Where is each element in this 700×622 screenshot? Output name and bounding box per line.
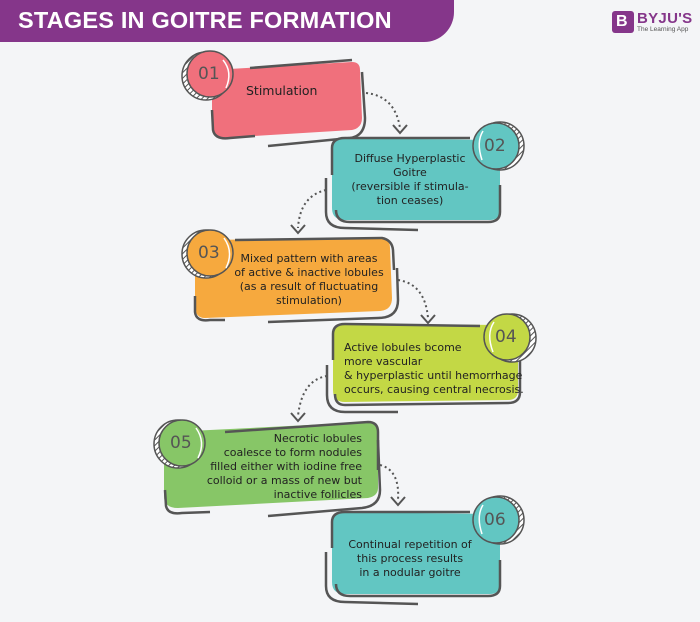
stage-03-text: Mixed pattern with areas of active & ina… bbox=[234, 252, 384, 307]
logo-tagline: The Learning App bbox=[637, 26, 689, 33]
stage-04-shape bbox=[325, 313, 537, 414]
page-title: STAGES IN GOITRE FORMATION bbox=[18, 7, 392, 33]
stage-06-number: 06 bbox=[484, 510, 506, 530]
stage-03-number: 03 bbox=[198, 243, 220, 263]
title-banner: STAGES IN GOITRE FORMATION bbox=[0, 0, 454, 42]
stage-03-shape bbox=[181, 229, 400, 324]
stage-01-number: 01 bbox=[198, 64, 220, 84]
stage-02-shape bbox=[324, 121, 525, 232]
stage-05-number: 05 bbox=[170, 433, 192, 453]
stage-02-text: Diffuse Hyperplastic Goitre (reversible … bbox=[351, 152, 469, 207]
stage-04-number: 04 bbox=[495, 327, 517, 347]
logo-name: BYJU'S bbox=[637, 10, 693, 27]
stage-01-text: Stimulation bbox=[246, 83, 318, 98]
arrow-05-to-06 bbox=[379, 464, 406, 507]
stage-06-shape bbox=[324, 495, 525, 606]
logo-mark-icon: B bbox=[612, 11, 634, 33]
stage-05-text: Necrotic lobules coalesce to form nodule… bbox=[206, 432, 362, 501]
arrow-01-to-02 bbox=[365, 92, 408, 135]
stage-04-text: Active lobules bcome more vascular & hyp… bbox=[344, 341, 524, 396]
arrow-02-to-03 bbox=[290, 189, 327, 235]
stage-05-shape bbox=[153, 419, 382, 518]
arrow-03-to-04 bbox=[397, 279, 436, 325]
stage-06-text: Continual repetition of this process res… bbox=[348, 538, 472, 579]
arrow-04-to-05 bbox=[290, 375, 328, 423]
byjus-logo: B BYJU'S The Learning App bbox=[612, 10, 696, 37]
stage-02-number: 02 bbox=[484, 136, 506, 156]
